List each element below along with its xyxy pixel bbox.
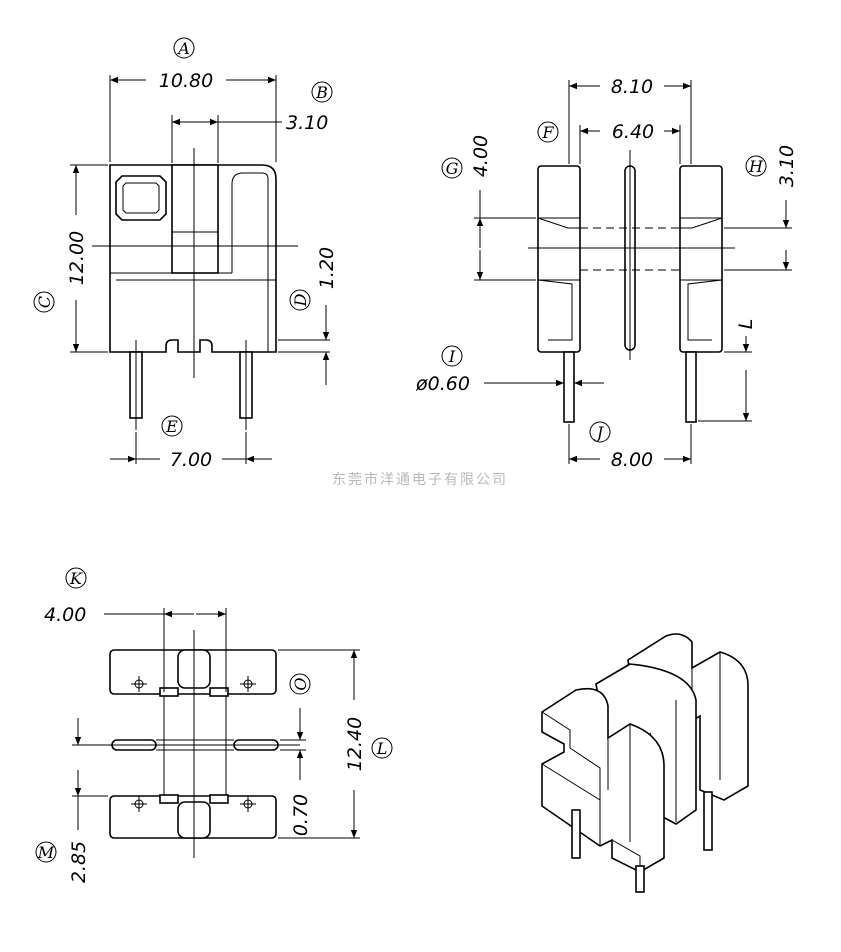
dim-b-value: 3.10 — [286, 112, 328, 134]
side-view: 8.10 6.40 F 4.00 G 3.10 H L — [415, 76, 798, 471]
tag-j: J — [594, 423, 605, 442]
tag-h: H — [748, 157, 764, 176]
tag-l: L — [376, 739, 388, 758]
dim-a-value: 10.80 — [159, 70, 213, 92]
tag-b: B — [315, 83, 328, 102]
tag-k: K — [69, 569, 83, 588]
dim-f-value: 6.40 — [612, 121, 654, 143]
dim-o-value: 0.70 — [290, 794, 312, 836]
tag-i: I — [448, 347, 456, 366]
dim-l-value: 12.40 — [344, 717, 366, 771]
tag-o: O — [291, 677, 310, 690]
tag-c: C — [35, 296, 54, 308]
bottom-view: 4.00 K 12.40 L 0.70 O 2.85 M — [35, 567, 393, 883]
dim-top-value: 8.10 — [611, 76, 653, 98]
dim-g-value: 4.00 — [470, 135, 492, 177]
dim-e-value: 7.00 — [170, 449, 212, 471]
tag-f: F — [541, 123, 554, 142]
dim-pin-length-label: L — [735, 319, 757, 330]
dim-k-value: 4.00 — [44, 604, 86, 626]
dim-i-value: ø0.60 — [415, 373, 470, 395]
pin-hole-marks — [131, 676, 256, 812]
tag-g: G — [446, 159, 459, 178]
dim-h-value: 3.10 — [776, 145, 798, 187]
tag-m: M — [37, 843, 55, 862]
dim-j-value: 8.00 — [611, 449, 653, 471]
front-view: 10.80 A 3.10 B 12.00 C 1.20 D — [33, 37, 338, 471]
dim-c-value: 12.00 — [66, 231, 88, 285]
isometric-view — [541, 633, 749, 893]
tag-d: D — [291, 293, 310, 307]
tag-a: A — [176, 39, 190, 58]
dim-d-value: 1.20 — [316, 247, 338, 289]
dim-m-value: 2.85 — [68, 841, 90, 883]
watermark: 东莞市洋通电子有限公司 — [332, 471, 508, 488]
tag-e: E — [165, 417, 178, 436]
